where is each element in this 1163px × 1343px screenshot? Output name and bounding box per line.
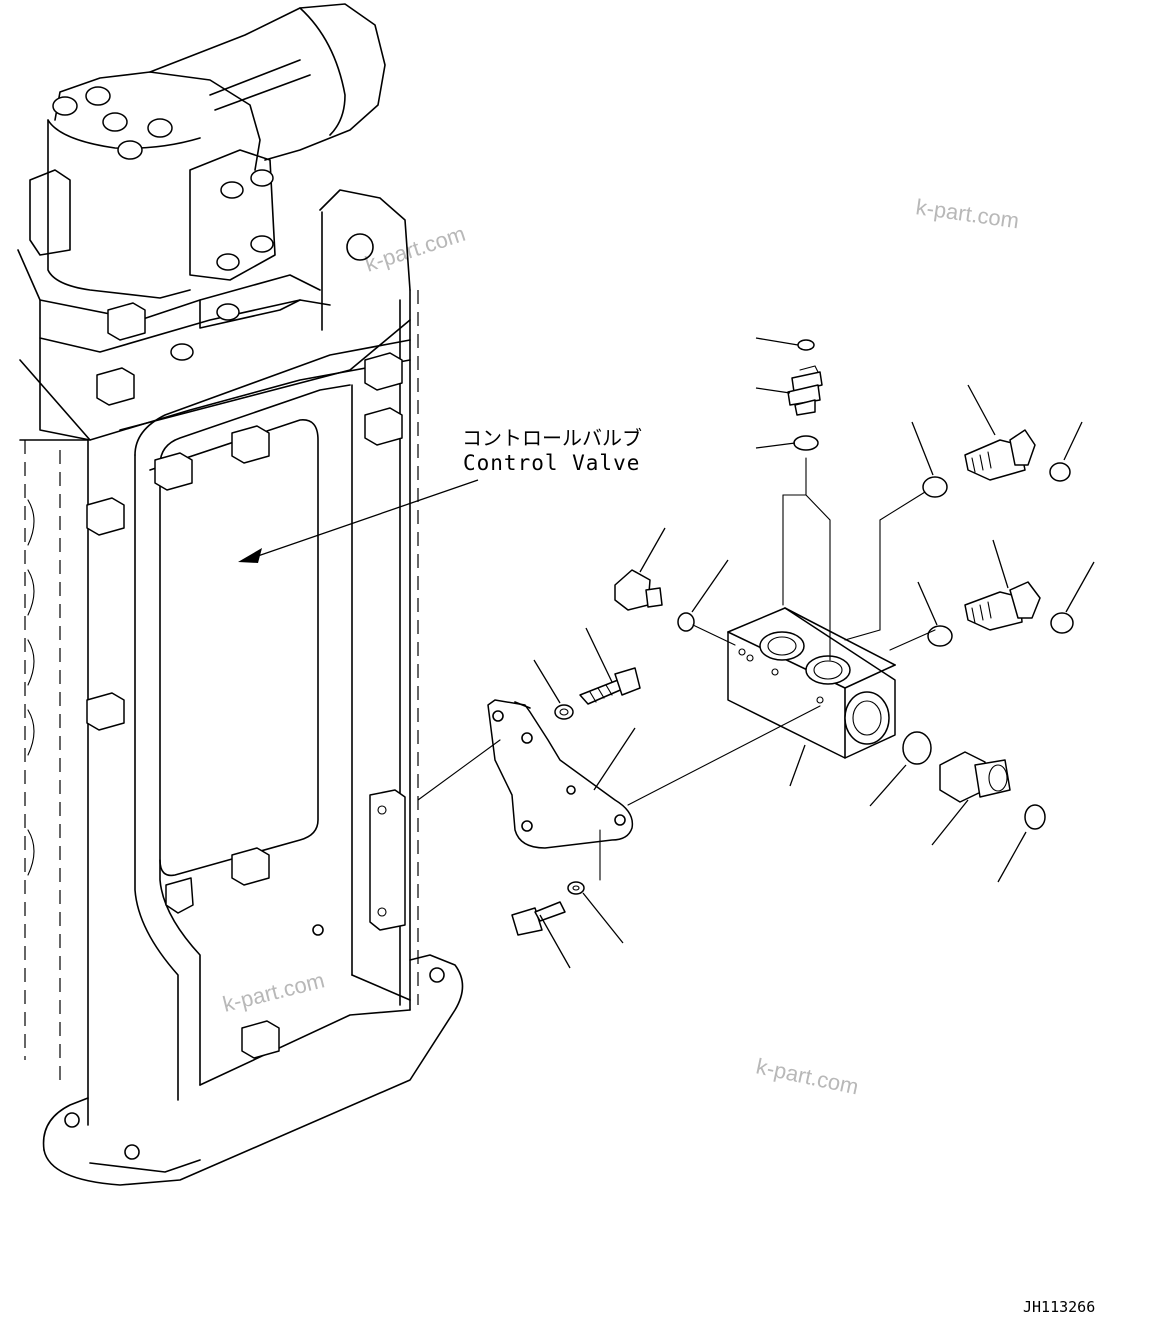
watermark: k-part.com bbox=[754, 1053, 861, 1099]
elbow-fitting-middle bbox=[964, 581, 1041, 631]
valve-bracket bbox=[417, 699, 634, 849]
watermark: k-part.com bbox=[362, 221, 469, 277]
o-ring bbox=[922, 476, 948, 498]
valve-block bbox=[727, 607, 896, 759]
elbow-fitting-upper bbox=[964, 429, 1036, 481]
callout-english: Control Valve bbox=[463, 451, 640, 475]
control-valve-callout: コントロールバルブ Control Valve bbox=[238, 426, 642, 563]
o-ring bbox=[793, 435, 819, 451]
bracket-bolt-lower bbox=[511, 881, 585, 936]
watermark: k-part.com bbox=[220, 967, 327, 1016]
bolt-heads bbox=[52, 86, 274, 361]
frame-structure bbox=[19, 189, 464, 1186]
o-ring bbox=[927, 625, 953, 647]
callout-arrow bbox=[251, 479, 479, 559]
top-fitting bbox=[787, 365, 823, 416]
bracket-bolt-upper bbox=[554, 667, 641, 720]
callout-japanese: コントロールバルブ bbox=[462, 426, 642, 450]
arrow-head-icon bbox=[238, 548, 262, 563]
leader-lines bbox=[533, 337, 1095, 969]
watermark: k-part.com bbox=[914, 194, 1020, 233]
drawing-code: JH113266 bbox=[1023, 1298, 1095, 1316]
actuator-assembly bbox=[17, 3, 386, 361]
square-nuts bbox=[86, 302, 406, 1059]
o-ring bbox=[677, 612, 695, 632]
o-ring bbox=[1050, 612, 1074, 634]
plug-fitting bbox=[614, 569, 663, 611]
o-ring bbox=[797, 339, 815, 351]
o-ring bbox=[902, 731, 932, 765]
o-ring bbox=[1049, 462, 1071, 482]
o-ring bbox=[1024, 804, 1046, 830]
straight-fitting bbox=[939, 751, 1011, 803]
